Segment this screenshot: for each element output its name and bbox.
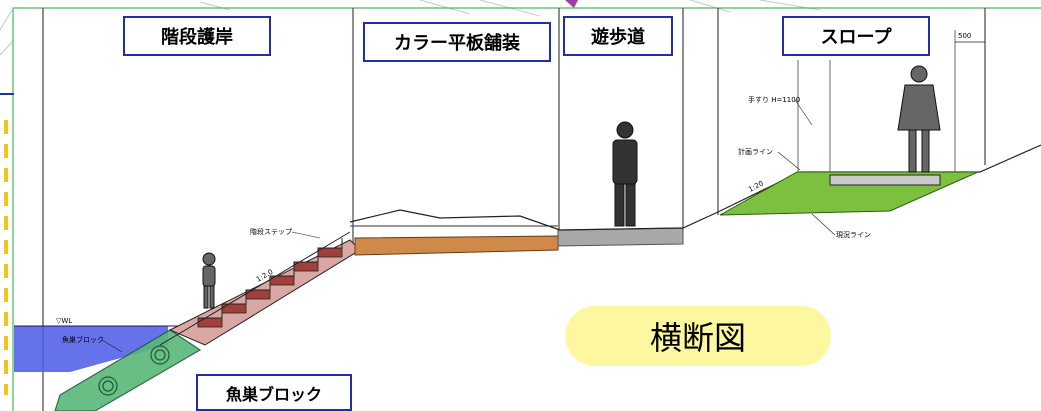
fish-block-holes [98,345,170,396]
slope-handrail-base [829,174,941,186]
stair-zigzag [198,238,343,319]
handrail-label: 手すり H=1100 [748,95,800,104]
water-area [14,326,168,372]
stair-grade-line [159,231,351,346]
fish-block-small-label: 魚巣ブロック [62,335,104,344]
label-color-paving: カラー平板舗装 [363,22,551,62]
water-level-label: ▽WL [56,317,72,325]
fish-block-leader [101,339,123,353]
label-promenade: 遊歩道 [563,16,673,56]
drawing-frame [12,7,1041,411]
section-title-badge: 横断図 [565,306,831,366]
label-fish-block: 魚巣ブロック [196,374,352,411]
label-stair-revetment: 階段護岸 [123,16,271,56]
existing-line-label: 現況ライン [836,230,871,239]
person-figure-promenade [612,121,638,227]
existing-line-leader [811,213,836,236]
walkway-layer [557,227,684,247]
stair-step-label: 階段ステップ [250,227,292,236]
handrail-leader [794,99,813,126]
stair-step-leader [291,231,321,239]
map-highlight [565,0,578,8]
child-figure-stairs [202,252,216,309]
color-paving-layer [354,235,559,256]
dimension-500-label: 500 [958,32,971,40]
person-figure-slope [897,65,941,173]
fish-block-shape [54,329,202,411]
label-slope: スロープ [782,16,930,56]
plan-line-label: 計画ライン [738,147,773,156]
plan-line-leader [777,151,801,171]
